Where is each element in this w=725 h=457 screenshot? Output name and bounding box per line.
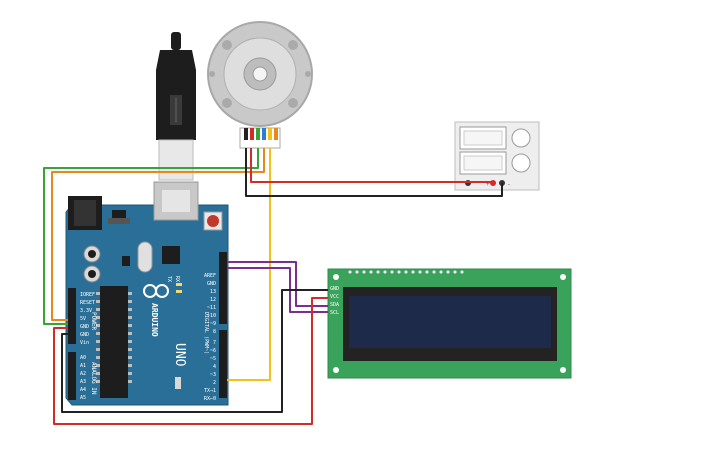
pin-label-0: RX←0 [204,396,216,402]
lcd-i2c-module: GND VCC SDA SCL [327,268,572,379]
pin-label-5: ~5 [210,356,216,362]
usb-cable [156,32,196,181]
lcd-pin-sda: SDA [330,302,339,308]
pin-label-reset: RESET [80,300,95,306]
pin-label-6: ~6 [210,348,216,354]
wire-yellow [227,148,271,381]
analog-section-label: ANALOG IN [90,362,97,395]
pin-label-a0: A0 [80,355,86,361]
arduino-brand-label: ARDUINO [150,303,159,337]
digital-section-label: DIGITAL (PWM~) [203,312,209,354]
pin-label-gnd-d: GND [207,281,216,287]
pin-label-a4: A4 [80,387,86,393]
power-pin-labels: IOREF RESET 3.3V 5V GND GND Vin [80,292,95,346]
pin-label-aref: AREF [204,273,216,279]
arduino-uno-board: ARDUINO UNO POWER ANALOG IN DIGITAL (PWM… [65,181,229,406]
digital-header-top[interactable] [219,252,227,324]
pin-label-a1: A1 [80,363,86,369]
wire-green [43,148,259,325]
psu-minus-label: - [507,181,511,188]
wire-black-lcd [61,289,328,413]
digital-pin-labels: AREF GND 13 12 ~11 ~10 ~9 8 7 ~6 ~5 4 ~3… [204,273,216,402]
analog-header[interactable] [68,352,76,400]
pin-label-vin: Vin [80,340,89,346]
power-supply: + - [454,121,540,191]
pin-label-4: 4 [213,364,216,370]
lcd-screen [349,296,551,348]
wire-red-psu [250,148,493,183]
pin-label-a5: A5 [80,395,86,401]
rx-led-label: RX [174,276,180,282]
wire-black-psu [245,148,503,197]
arduino-model-label: UNO [172,343,187,367]
analog-pin-labels: A0 A1 A2 A3 A4 A5 [80,355,86,401]
lcd-pin-gnd: GND [330,286,339,292]
pin-label-8: 8 [213,329,216,335]
pin-label-a3: A3 [80,379,86,385]
wire-red-lcd [53,297,328,425]
lcd-pin-labels: GND VCC SDA SCL [330,286,339,316]
pin-label-12: 12 [210,297,216,303]
pin-label-gnd-2: GND [80,332,89,338]
pin-label-13: 13 [210,289,216,295]
pin-label-1: TX→1 [204,388,216,394]
pin-label-5v: 5V [80,316,86,322]
psu-plus-label: + [486,181,490,188]
pin-label-a2: A2 [80,371,86,377]
pin-label-9: ~9 [210,321,216,327]
lcd-pin-scl: SCL [330,310,339,316]
power-section-label: POWER [90,312,97,330]
pin-label-2: 2 [213,380,216,386]
pin-label-11: ~11 [207,305,216,311]
pin-label-gnd-1: GND [80,324,89,330]
pin-label-10: ~10 [207,313,216,319]
encoder-motor [207,21,313,149]
pin-label-ioref: IOREF [80,292,95,298]
lcd-pin-vcc: VCC [330,294,339,300]
pin-label-3: ~3 [210,372,216,378]
wire-orange [51,148,265,321]
power-header[interactable] [68,288,76,344]
pin-label-7: 7 [213,340,216,346]
pin-label-3v3: 3.3V [80,308,92,314]
digital-header-bottom[interactable] [219,330,227,398]
arduino-logo [143,284,169,298]
tx-led-label: TX [166,276,172,282]
wires [43,148,503,425]
